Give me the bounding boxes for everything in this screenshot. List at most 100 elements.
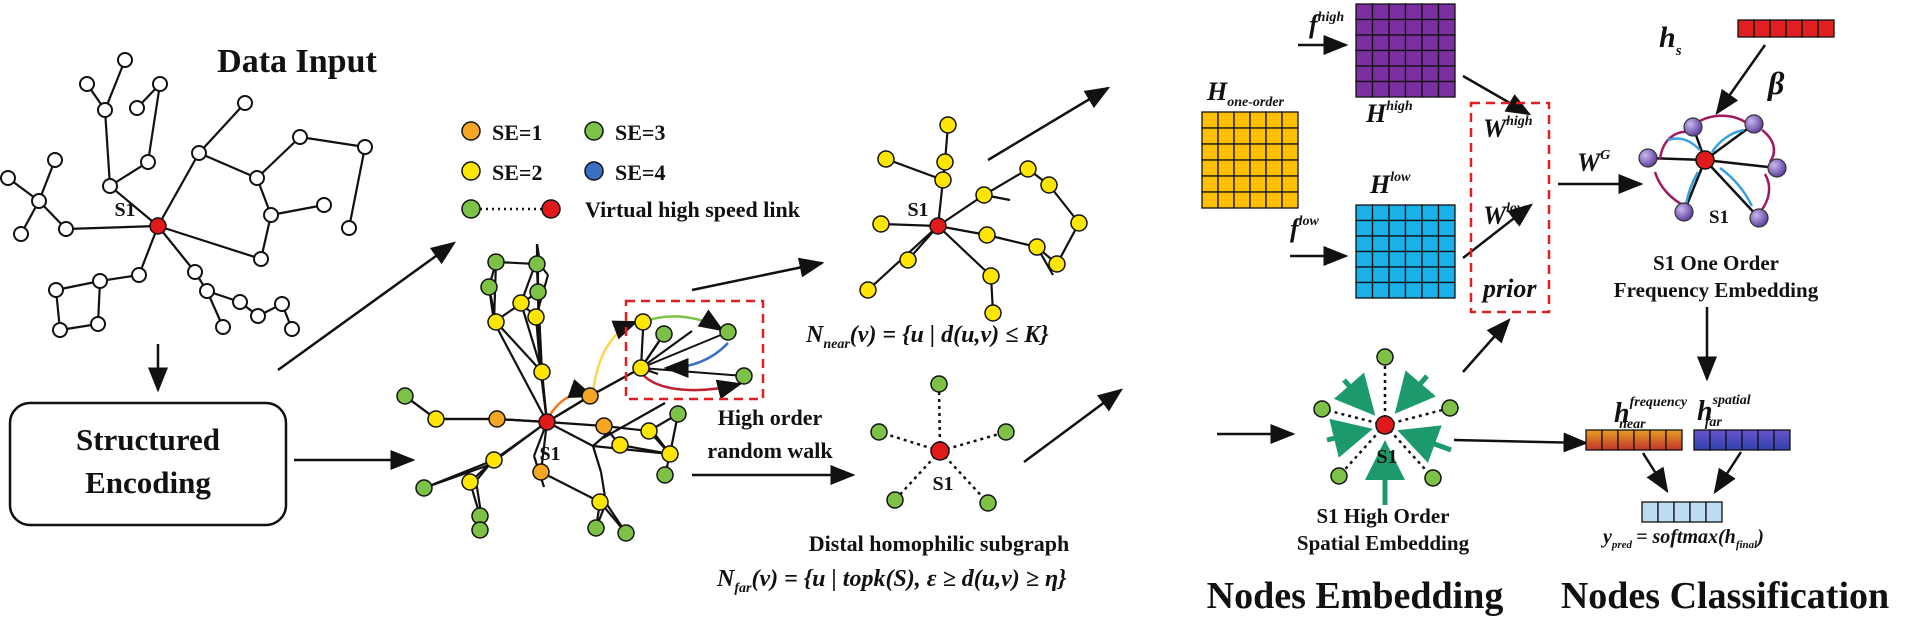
weights-box — [1469, 101, 1551, 314]
grid-cell — [1388, 235, 1407, 253]
grid-cell — [1437, 204, 1456, 222]
grid-cell — [1371, 80, 1390, 98]
beta-label: β — [1767, 65, 1785, 101]
grid-cell — [1388, 250, 1407, 268]
legend: SE=1 SE=3 SE=2 SE=4 Virtual high speed l… — [461, 120, 801, 222]
legend-se4: SE=4 — [615, 160, 665, 185]
vector-cell — [1641, 501, 1659, 523]
grid-cell — [1217, 159, 1235, 177]
grid-cell — [1281, 111, 1299, 129]
grid-cell — [1371, 18, 1390, 36]
grid-cell — [1217, 111, 1235, 129]
structured-encoding-label-1: Structured — [76, 422, 220, 457]
y-pred-vector — [1641, 501, 1723, 523]
h-far-vector — [1693, 429, 1791, 451]
grid-cell — [1437, 65, 1456, 83]
w-low-label: Wlow — [1483, 201, 1527, 230]
h-high-label: Hhigh — [1365, 99, 1413, 128]
grid-cell — [1201, 111, 1219, 129]
walk-highlight-box — [624, 299, 765, 401]
vector-cell — [1725, 429, 1743, 451]
grid-cell — [1371, 34, 1390, 52]
prior-label: prior — [1481, 274, 1537, 303]
grid-cell — [1404, 80, 1423, 98]
h-one-order-label: Hone-order — [1206, 77, 1285, 110]
grid-cell — [1265, 127, 1283, 145]
grid-cell — [1388, 80, 1407, 98]
legend-se1: SE=1 — [492, 120, 542, 145]
vector-cell — [1737, 19, 1755, 38]
encoded-center-label: S1 — [539, 443, 560, 465]
grid-cell — [1265, 159, 1283, 177]
grid-cell — [1404, 250, 1423, 268]
grid-cell — [1355, 3, 1374, 21]
far-formula: Nfar(v) = {u | topk(S), ε ≥ d(u,v) ≥ η} — [716, 566, 1067, 596]
grid-cell — [1371, 49, 1390, 67]
data-input-title: Data Input — [217, 43, 377, 80]
grid-cell — [1355, 49, 1374, 67]
data-input-center-label: S1 — [114, 199, 135, 221]
grid-cell — [1217, 191, 1235, 209]
grid-cell — [1388, 34, 1407, 52]
vector-cell — [1785, 19, 1803, 38]
grid-cell — [1404, 235, 1423, 253]
embedding-section: Hone-order fhigh Hhigh flow Hlow Whigh W… — [1201, 3, 1589, 555]
grid-cell — [1355, 219, 1374, 237]
grid-cell — [1421, 266, 1440, 284]
near-center-label: S1 — [907, 199, 928, 221]
grid-cell — [1355, 235, 1374, 253]
grid-cell — [1388, 219, 1407, 237]
f-low-label: flow — [1290, 214, 1320, 243]
grid-cell — [1388, 281, 1407, 299]
vector-cell — [1689, 501, 1707, 523]
spatial-embedding-graph: S1 — [1313, 348, 1459, 505]
vector-cell — [1601, 429, 1619, 451]
h-near-vector — [1585, 429, 1683, 451]
grid-cell — [1355, 281, 1374, 299]
grid-cell — [1421, 250, 1440, 268]
vector-cell — [1705, 501, 1723, 523]
grid-cell — [1281, 191, 1299, 209]
structured-encoding-box — [8, 401, 288, 527]
grid-cell — [1404, 266, 1423, 284]
f-high-label: fhigh — [1309, 10, 1344, 39]
grid-cell — [1404, 204, 1423, 222]
legend-se3: SE=3 — [615, 120, 665, 145]
vector-cell — [1657, 501, 1675, 523]
grid-cell — [1355, 204, 1374, 222]
grid-cell — [1249, 127, 1267, 145]
grid-cell — [1437, 250, 1456, 268]
hs1-vector — [1737, 19, 1835, 38]
grid-cell — [1371, 281, 1390, 299]
h-low-label: Hlow — [1369, 170, 1411, 199]
grid-cell — [1388, 18, 1407, 36]
vector-cell — [1773, 429, 1791, 451]
grid-cell — [1421, 281, 1440, 299]
grid-cell — [1249, 111, 1267, 129]
grid-cell — [1437, 80, 1456, 98]
freq-caption-1: S1 One Order — [1653, 251, 1779, 275]
grid-cell — [1249, 143, 1267, 161]
grid-cell — [1265, 175, 1283, 193]
vector-cell — [1617, 429, 1635, 451]
grid-cell — [1233, 143, 1251, 161]
vector-cell — [1649, 429, 1667, 451]
near-graph: S1 — [859, 116, 1088, 322]
grid-cell — [1404, 49, 1423, 67]
grid-cell — [1233, 175, 1251, 193]
grid-cell — [1437, 34, 1456, 52]
grid-cell — [1388, 49, 1407, 67]
grid-cell — [1281, 159, 1299, 177]
classification-section: WG hs β — [1558, 19, 1835, 551]
grid-cell — [1371, 219, 1390, 237]
vector-cell — [1757, 429, 1775, 451]
grid-cell — [1388, 266, 1407, 284]
grid-cell — [1388, 65, 1407, 83]
grid-cell — [1249, 175, 1267, 193]
grid-cell — [1233, 127, 1251, 145]
spatial-caption-2: Spatial Embedding — [1297, 531, 1470, 555]
near-formula: Nnear(v) = {u | d(u,v) ≤ K} — [805, 322, 1049, 352]
